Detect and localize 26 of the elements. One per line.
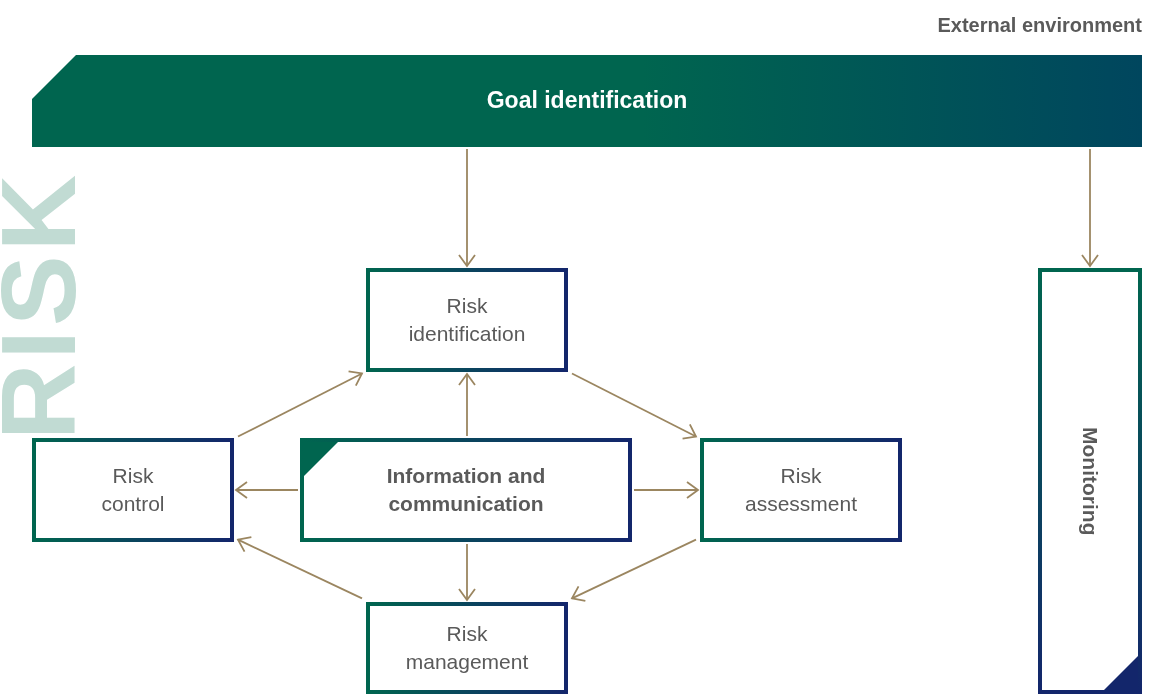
goal-band bbox=[32, 55, 1142, 147]
arrow bbox=[571, 372, 697, 440]
process-box bbox=[300, 438, 632, 542]
process-box bbox=[1038, 268, 1142, 694]
node-label: Information and communication bbox=[385, 462, 547, 517]
node-label: Risk identification bbox=[407, 292, 527, 347]
node-label: Risk assessment bbox=[743, 462, 858, 517]
process-box bbox=[366, 602, 568, 694]
node-label: Monitoring bbox=[1078, 426, 1104, 536]
arrow bbox=[633, 481, 699, 499]
arrow bbox=[237, 370, 363, 438]
process-box bbox=[32, 438, 234, 542]
process-box bbox=[366, 268, 568, 372]
arrow bbox=[1081, 148, 1099, 267]
arrow bbox=[571, 538, 697, 602]
arrow bbox=[235, 481, 299, 499]
node-label: Goal identification bbox=[486, 86, 688, 116]
node-label: Risk control bbox=[100, 462, 166, 517]
environment-label: External environment bbox=[937, 14, 1142, 37]
watermark-text: RISK bbox=[0, 169, 78, 440]
process-box bbox=[700, 438, 902, 542]
node-label: Risk management bbox=[404, 620, 530, 675]
arrow bbox=[458, 373, 476, 437]
arrow bbox=[458, 148, 476, 267]
arrow bbox=[237, 536, 363, 600]
arrow bbox=[458, 543, 476, 601]
